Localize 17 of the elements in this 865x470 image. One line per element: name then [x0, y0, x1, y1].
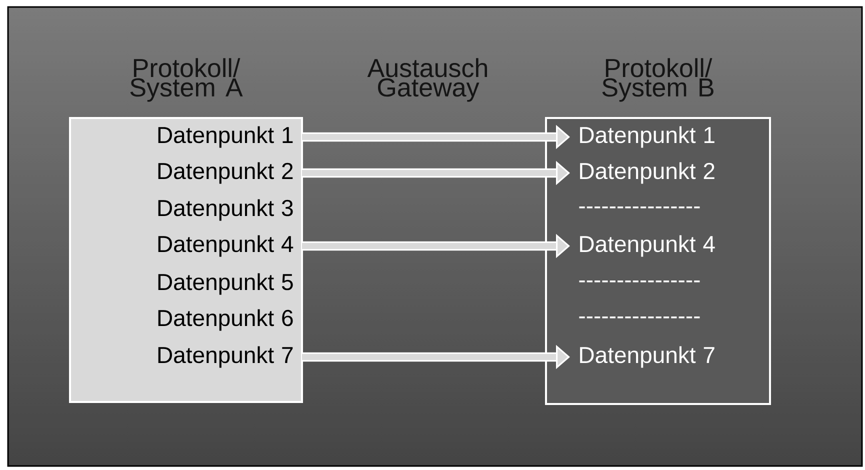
- data-point: Datenpunkt 7: [158, 346, 293, 368]
- heading: Austausch Gateway: [367, 58, 487, 102]
- data-point: ----------------: [579, 316, 700, 318]
- data-point: Datenpunkt 7: [580, 346, 714, 368]
- data-point: Datenpunkt 4: [580, 235, 715, 257]
- data-point: Datenpunkt 3: [158, 199, 293, 221]
- data-point: Datenpunkt 6: [158, 309, 293, 331]
- data-point: Datenpunkt 1: [158, 126, 293, 148]
- data-point: Datenpunkt 4: [158, 235, 294, 257]
- data-point: Datenpunkt 2: [158, 162, 293, 184]
- heading: Protokoll/ System A: [130, 58, 243, 102]
- data-point: ----------------: [579, 280, 700, 282]
- data-point: Datenpunkt 2: [580, 162, 714, 184]
- data-point: ----------------: [579, 206, 700, 208]
- data-point: Datenpunkt 5: [158, 273, 293, 295]
- heading: Protokoll/ System B: [602, 58, 714, 102]
- data-point: Datenpunkt 1: [580, 126, 714, 148]
